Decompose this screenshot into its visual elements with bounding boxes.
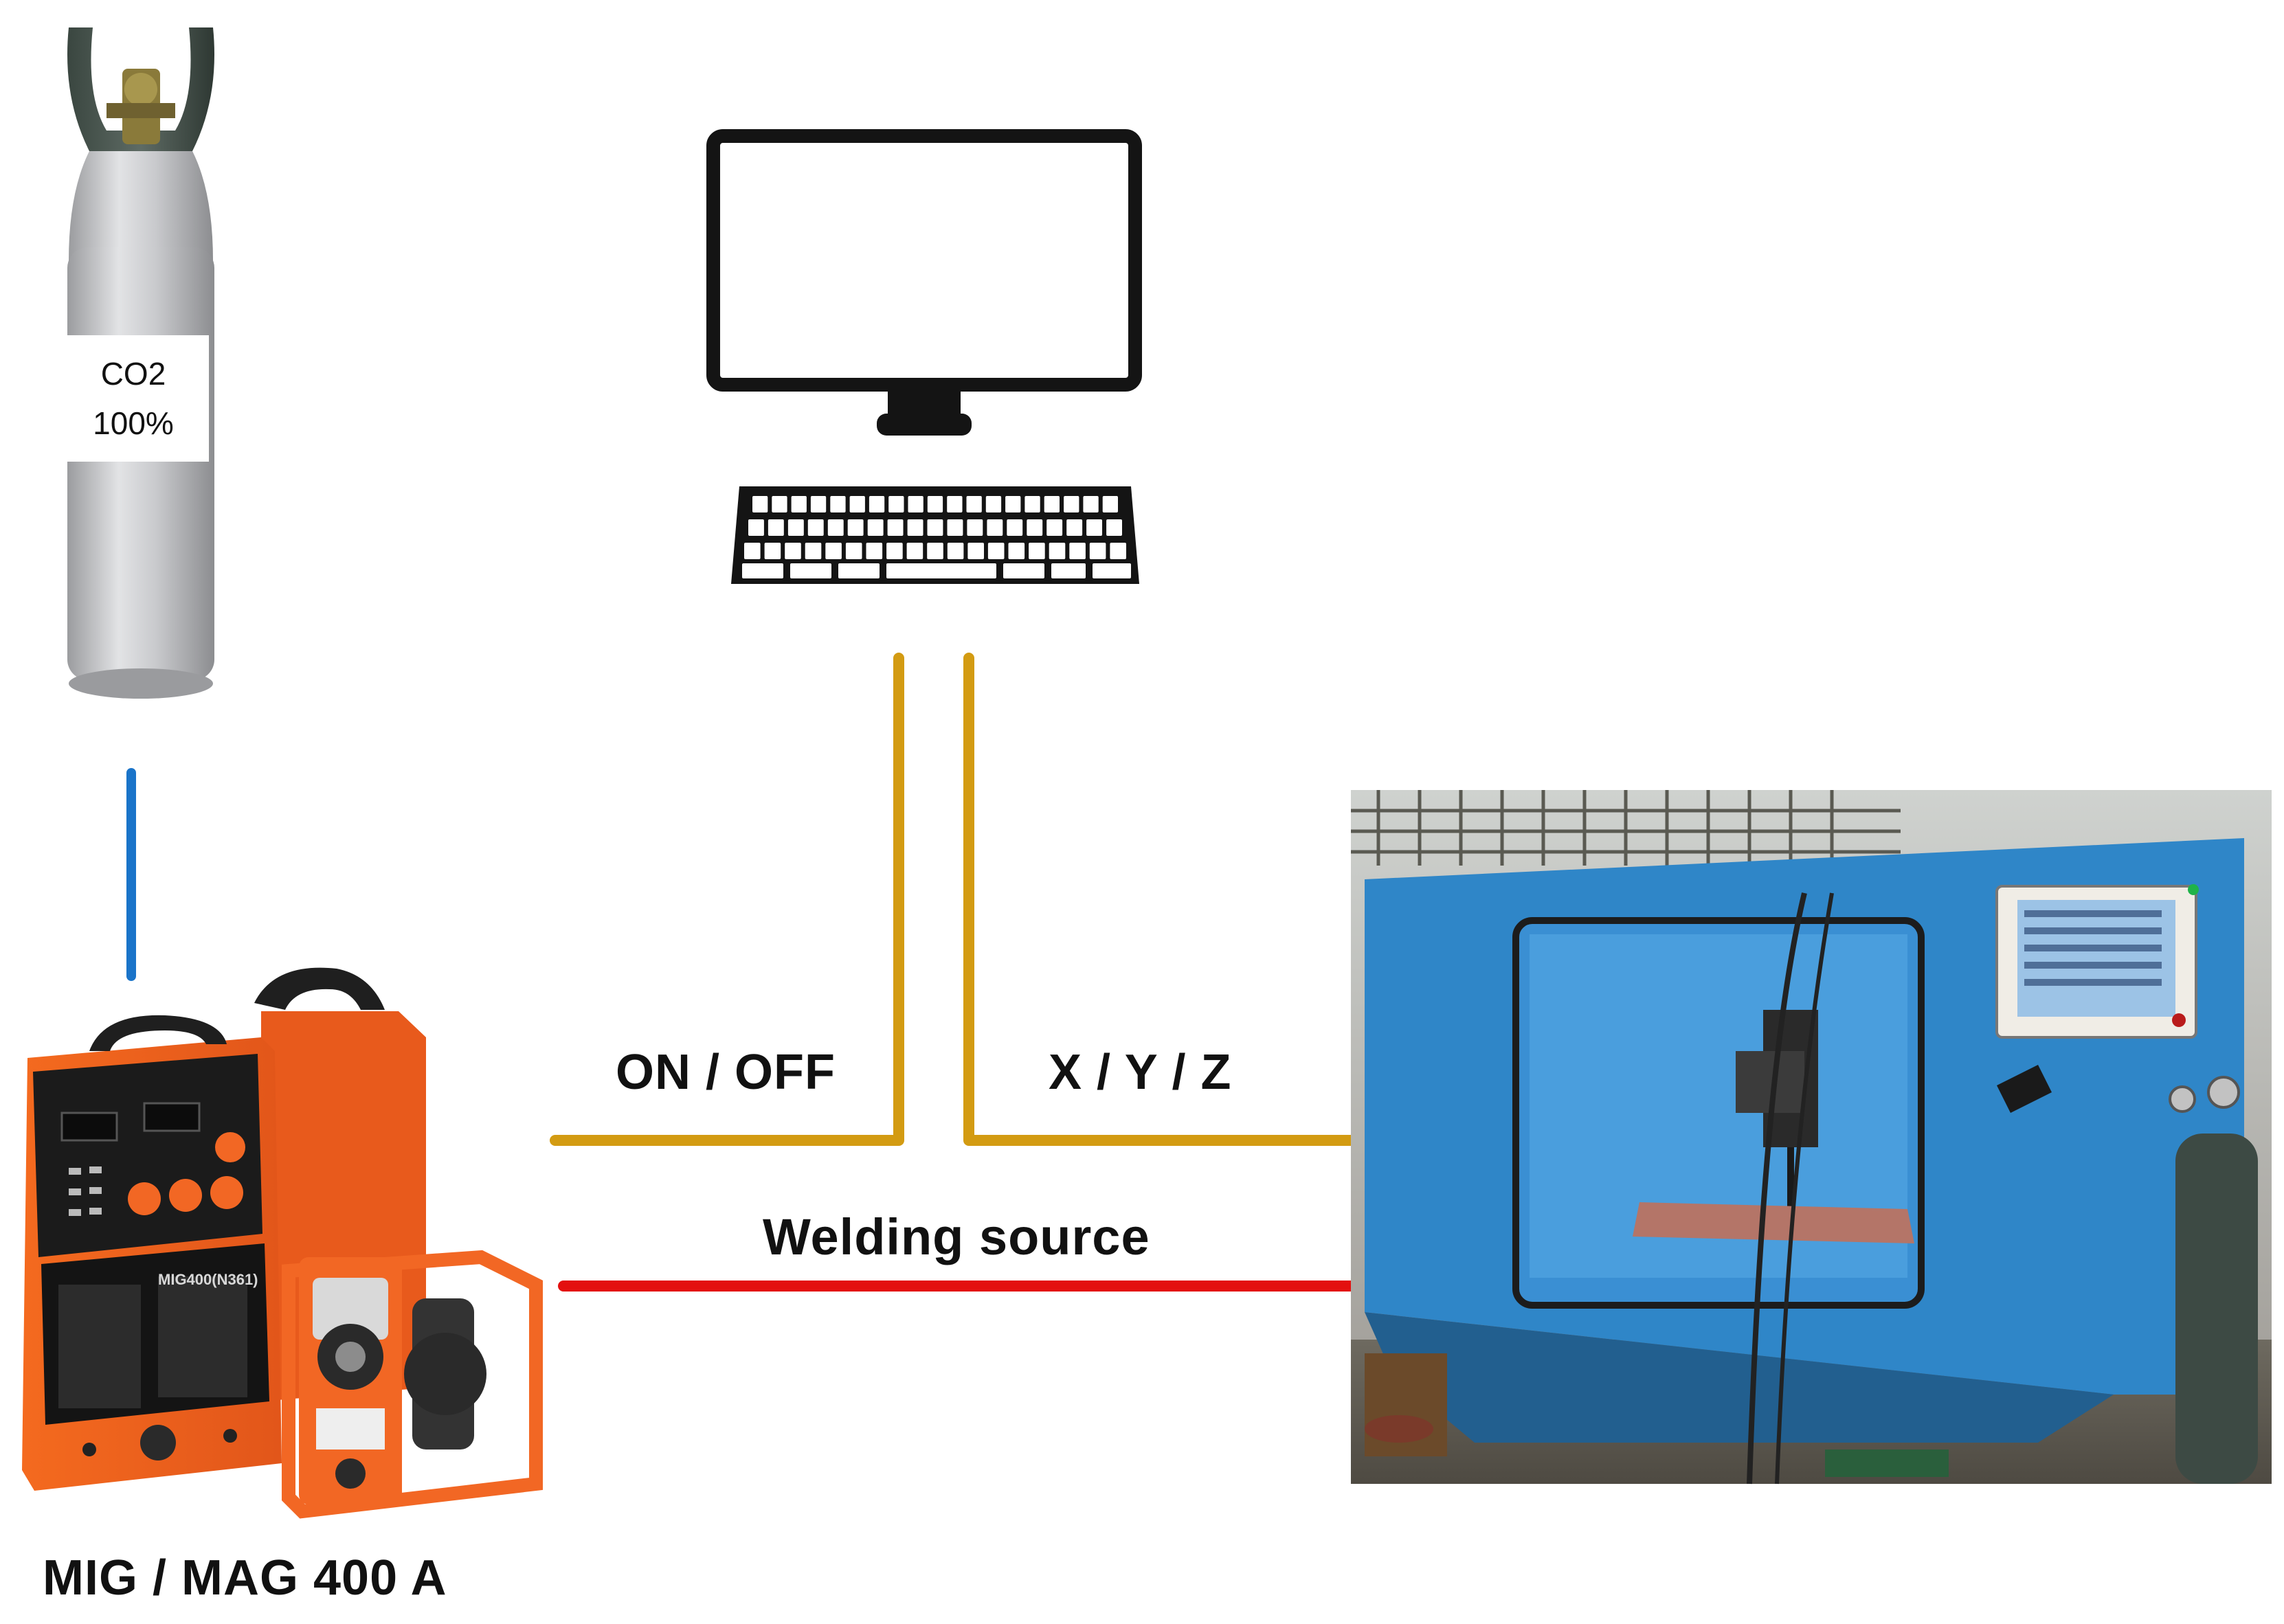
welder-model-label: MIG / MAG 400 A <box>43 1550 447 1605</box>
cylinder-gas-text: CO2 <box>100 356 166 392</box>
on-off-label: ON / OFF <box>616 1045 836 1100</box>
computer-monitor-icon <box>706 129 1142 436</box>
welder-model-plate: MIG400(N361) <box>158 1271 258 1288</box>
cylinder-concentration-text: 100% <box>93 405 174 441</box>
welding-machine-icon: MIG400(N361) <box>22 967 543 1519</box>
xyz-line <box>963 653 1356 1146</box>
xyz-label: X / Y / Z <box>1049 1045 1232 1100</box>
on-off-line <box>550 653 904 1146</box>
gas-line <box>126 768 136 981</box>
cylinder-label: CO2 100% <box>58 335 209 462</box>
keyboard-icon <box>731 486 1139 584</box>
cnc-welding-machine-photo <box>1351 790 2272 1485</box>
welding-source-label: Welding source <box>763 1208 1150 1265</box>
